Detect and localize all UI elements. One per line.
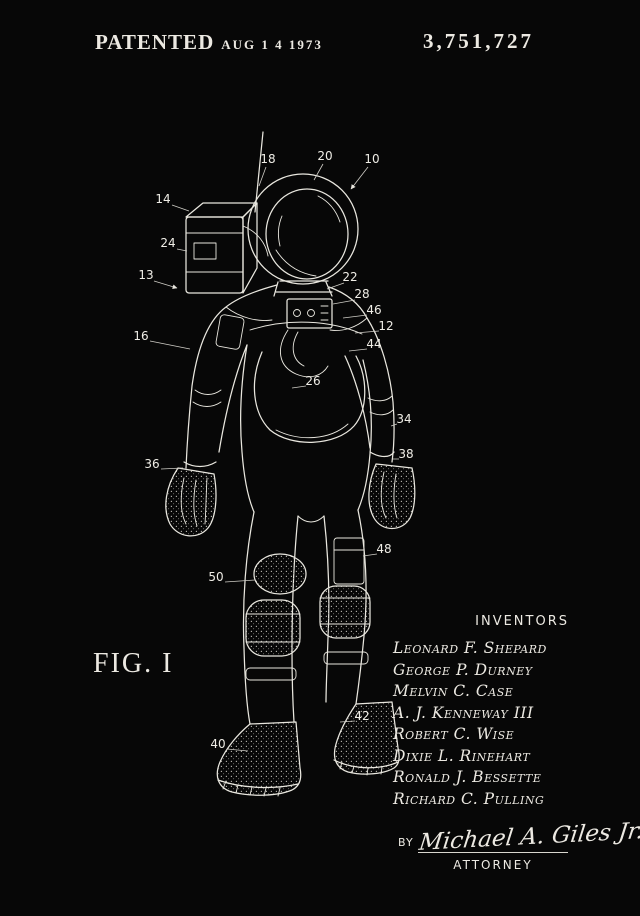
boots <box>216 701 400 797</box>
callout-16: 16 <box>133 329 148 343</box>
leader-line-36 <box>160 467 184 470</box>
helmet <box>247 173 359 297</box>
callout-44: 44 <box>366 337 381 351</box>
inventor-name: Richard C. Pulling <box>393 789 545 808</box>
leader-line-12 <box>354 330 380 334</box>
callout-46: 46 <box>366 303 381 317</box>
arms <box>183 344 395 468</box>
callout-10: 10 <box>364 152 379 166</box>
torso <box>185 284 395 513</box>
backpack <box>185 202 269 294</box>
leader-line-42 <box>339 720 356 723</box>
callout-layer: 18 20 10 14 24 13 22 28 46 12 44 16 26 34 38 36 48 50 42 40 <box>133 149 414 752</box>
leader-line-26 <box>291 385 307 389</box>
callout-38: 38 <box>398 447 413 461</box>
callout-13: 13 <box>138 268 153 282</box>
leader-line-18 <box>258 166 267 187</box>
by-label: BY <box>398 836 414 849</box>
callout-34: 34 <box>396 412 411 426</box>
attorney-signature: Michael A. Giles Jr. <box>417 818 640 856</box>
inventor-name: Melvin C. Case <box>393 682 514 700</box>
leader-line-13 <box>153 280 178 290</box>
leader-line-44 <box>348 348 368 352</box>
inventor-name: Leonard F. Shepard <box>393 639 547 657</box>
callout-18: 18 <box>260 152 275 166</box>
patented-date: AUG 1 4 1973 <box>221 37 323 52</box>
inventors-heading: INVENTORS <box>475 614 569 629</box>
leader-line-46 <box>342 314 368 319</box>
patented-label: PATENTED <box>95 30 215 54</box>
callout-20: 20 <box>317 149 332 163</box>
inventor-name: George P. Durney <box>393 660 533 679</box>
inventor-name: Ronald J. Bessette <box>393 768 542 786</box>
leader-line-24 <box>176 248 188 252</box>
leader-line-14 <box>171 204 190 212</box>
antenna <box>254 131 264 213</box>
inventor-name: Dixie L. Rinehart <box>393 746 531 765</box>
leader-line-50 <box>224 579 256 583</box>
callout-50: 50 <box>208 570 223 584</box>
chest-control-unit <box>280 298 333 378</box>
patented-stamp: PATENTED AUG 1 4 1973 <box>95 30 323 55</box>
inventor-name: Robert C. Wise <box>393 725 515 743</box>
gloves <box>165 463 416 537</box>
leader-line-20 <box>313 163 324 181</box>
patent-number: 3,751,727 <box>423 29 534 53</box>
callout-22: 22 <box>342 270 357 284</box>
leader-line-48 <box>362 553 378 557</box>
callout-14: 14 <box>155 192 170 206</box>
callout-12: 12 <box>378 319 393 333</box>
leader-line-16 <box>149 340 191 350</box>
leader-line-40 <box>226 748 249 752</box>
signature-block: BY Michael A. Giles Jr. ATTORNEY <box>396 818 640 872</box>
attorney-label: ATTORNEY <box>453 858 533 872</box>
callout-28: 28 <box>354 287 369 301</box>
leader-line-34 <box>390 423 398 427</box>
figure-label: FIG. I <box>93 648 174 679</box>
callout-40: 40 <box>210 737 225 751</box>
callout-48: 48 <box>376 542 391 556</box>
inventors-block: INVENTORS Leonard F. Shepard George P. D… <box>393 614 575 810</box>
callout-24: 24 <box>160 236 175 250</box>
callout-42: 42 <box>354 709 369 723</box>
leader-line-22 <box>326 282 345 290</box>
leader-line-28 <box>332 299 356 305</box>
leader-line-10 <box>350 166 369 190</box>
legs <box>242 509 371 725</box>
callout-26: 26 <box>305 374 320 388</box>
callout-36: 36 <box>144 457 159 471</box>
inventor-name: A. J. Kenneway III <box>393 703 534 722</box>
